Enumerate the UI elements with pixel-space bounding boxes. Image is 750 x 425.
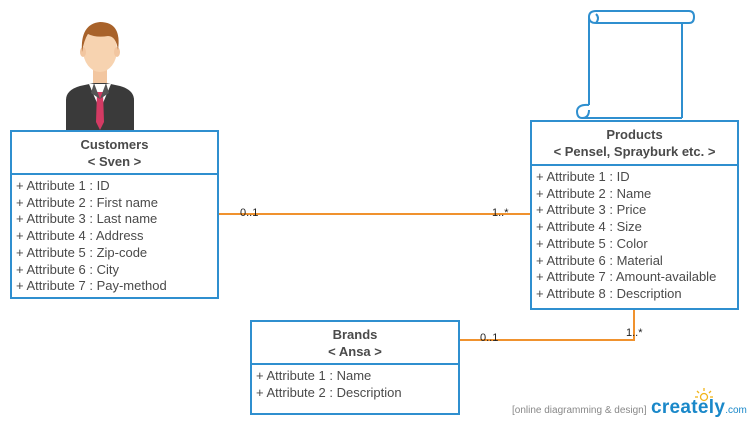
class-stereotype: < Sven > <box>87 154 142 169</box>
attribute-item: + Attribute 1 : ID <box>536 169 630 184</box>
attribute-item: + Attribute 2 : First name <box>16 194 158 210</box>
association-brands-products[interactable] <box>460 310 635 341</box>
class-header: Products < Pensel, Sprayburk etc. > <box>532 122 737 166</box>
attribute-item: + Attribute 8 : Description <box>536 285 682 301</box>
attribute-item: + Attribute 6 : Material <box>536 252 663 268</box>
multiplicity-label: 0..1 <box>240 207 259 219</box>
class-brands[interactable]: Brands < Ansa > + Attribute 1 : Name + A… <box>250 320 460 415</box>
multiplicity-label: 0..1 <box>480 332 499 344</box>
class-products[interactable]: Products < Pensel, Sprayburk etc. > + At… <box>530 120 739 310</box>
attribute-list: + Attribute 1 : ID + Attribute 2 : First… <box>12 175 217 295</box>
attribute-item: + Attribute 3 : Price <box>536 202 647 218</box>
footer-domain: .com <box>725 405 747 416</box>
attribute-item: + Attribute 1 : ID <box>16 178 110 193</box>
creately-logo[interactable]: creately <box>650 397 726 418</box>
attribute-item: + Attribute 2 : Description <box>256 384 402 400</box>
attribute-item: + Attribute 4 : Size <box>536 219 642 235</box>
class-header: Customers < Sven > <box>12 132 217 175</box>
attribute-list: + Attribute 1 : Name + Attribute 2 : Des… <box>252 365 458 401</box>
attribute-item: + Attribute 2 : Name <box>536 185 652 201</box>
class-name: Customers <box>80 137 149 152</box>
sun-icon <box>695 388 713 402</box>
multiplicity-label: 1..* <box>626 327 643 339</box>
attribute-item: + Attribute 6 : City <box>16 261 119 277</box>
class-customers[interactable]: Customers < Sven > + Attribute 1 : ID + … <box>10 130 219 299</box>
scroll-icon <box>575 10 696 120</box>
attribute-item: + Attribute 4 : Address <box>16 228 144 244</box>
multiplicity-label: 1..* <box>492 207 509 219</box>
class-name: Products <box>606 127 663 142</box>
attribute-list: + Attribute 1 : ID + Attribute 2 : Name … <box>532 166 737 303</box>
person-icon <box>66 22 134 131</box>
attribute-item: + Attribute 7 : Amount-available <box>536 269 717 285</box>
class-stereotype: < Pensel, Sprayburk etc. > <box>553 144 716 159</box>
attribute-item: + Attribute 1 : Name <box>256 368 372 383</box>
class-stereotype: < Ansa > <box>328 344 382 359</box>
attribute-item: + Attribute 5 : Zip-code <box>16 244 148 260</box>
class-name: Brands <box>332 327 378 342</box>
attribute-item: + Attribute 5 : Color <box>536 235 648 251</box>
footer-tagline: [online diagramming & design] <box>512 405 647 416</box>
attribute-item: + Attribute 7 : Pay-method <box>16 278 167 294</box>
attribute-item: + Attribute 3 : Last name <box>16 211 158 227</box>
footer-branding: [online diagramming & design] creately.c… <box>512 397 747 419</box>
class-header: Brands < Ansa > <box>252 322 458 365</box>
